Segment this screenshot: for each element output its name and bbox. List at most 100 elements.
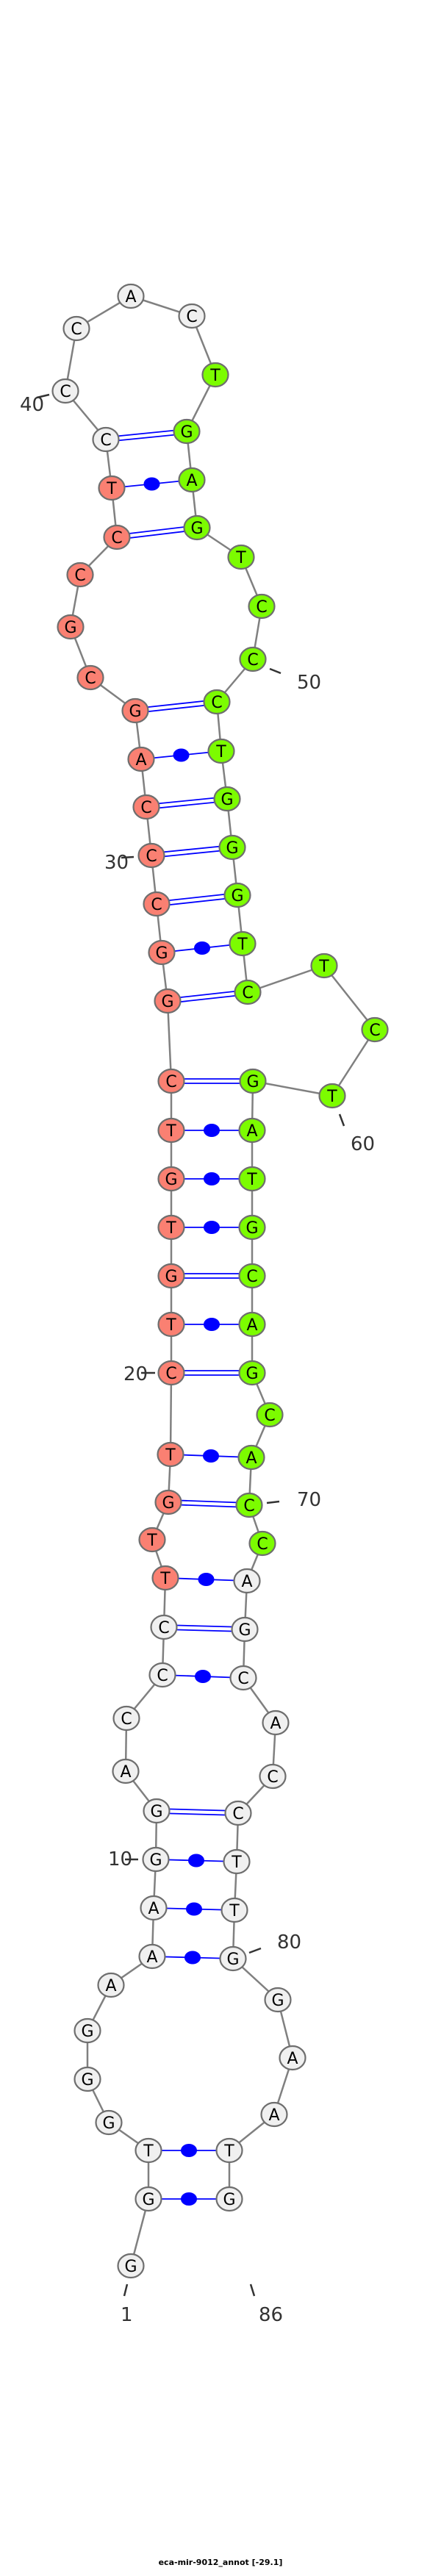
position-label: 70 bbox=[297, 1489, 321, 1511]
nucleotide-circle bbox=[157, 1068, 185, 1094]
nucleotide-letter: T bbox=[165, 1446, 176, 1465]
nucleotide-letter: C bbox=[60, 383, 71, 401]
nucleotide-letter: A bbox=[241, 1573, 252, 1591]
nucleotide-42: A bbox=[117, 283, 145, 309]
position-tick bbox=[36, 393, 50, 399]
nucleotide-circle bbox=[117, 2253, 145, 2279]
position-label: 60 bbox=[351, 1133, 375, 1155]
position-tick bbox=[338, 1113, 345, 1127]
nucleotide-letter: G bbox=[149, 1851, 162, 1870]
pair-bond-line bbox=[156, 1812, 238, 1816]
nucleotide-circle bbox=[239, 1068, 267, 1094]
nucleotide-15: C bbox=[150, 1614, 178, 1640]
nucleotide-59: C bbox=[361, 1016, 389, 1043]
nucleotide-circle bbox=[157, 1166, 185, 1192]
wobble-dot bbox=[194, 941, 210, 955]
position-tick bbox=[269, 667, 282, 675]
nucleotide-letter: A bbox=[105, 1977, 116, 1995]
nucleotide-letter: T bbox=[143, 2142, 154, 2161]
nucleotide-letter: G bbox=[226, 1951, 239, 1969]
nucleotide-24: G bbox=[157, 1166, 185, 1192]
nucleotide-circle bbox=[238, 1166, 266, 1192]
nucleotide-letter: A bbox=[246, 1122, 257, 1141]
nucleotide-letter: A bbox=[287, 2050, 298, 2068]
nucleotide-61: G bbox=[239, 1068, 267, 1094]
pair-bond-line bbox=[156, 892, 237, 903]
nucleotide-circle bbox=[215, 2186, 243, 2212]
nucleotide-letter: C bbox=[85, 670, 96, 688]
nucleotide-16: T bbox=[151, 1565, 179, 1591]
nucleotide-letter: A bbox=[146, 1948, 157, 1967]
nucleotide-65: C bbox=[238, 1263, 266, 1289]
nucleotide-letter: C bbox=[257, 1535, 268, 1554]
nucleotide-letter: C bbox=[247, 651, 258, 670]
nucleotide-letter: C bbox=[71, 320, 82, 339]
nucleotide-55: G bbox=[223, 882, 251, 908]
nucleotide-circle bbox=[74, 2017, 101, 2044]
position-tick bbox=[249, 2283, 256, 2297]
nucleotide-56: T bbox=[229, 930, 257, 957]
nucleotide-letter: C bbox=[158, 1619, 169, 1637]
nucleotide-60: T bbox=[318, 1083, 346, 1109]
nucleotide-circle bbox=[138, 1526, 166, 1553]
nucleotide-circle bbox=[238, 1214, 266, 1241]
structure-title: eca-mir-9012_annot [-29.1] bbox=[158, 2558, 283, 2567]
nucleotide-33: G bbox=[121, 697, 149, 724]
base-pair bbox=[156, 892, 238, 907]
nucleotide-circle bbox=[201, 362, 229, 388]
wobble-dot bbox=[184, 1951, 201, 1965]
nucleotide-letter: C bbox=[151, 896, 162, 914]
position-label: 86 bbox=[259, 2304, 283, 2326]
nucleotide-letter: G bbox=[246, 1073, 259, 1091]
nucleotide-circle bbox=[112, 1705, 140, 1732]
nucleotide-letter: G bbox=[165, 1268, 177, 1286]
nucleotide-8: A bbox=[138, 1943, 166, 1970]
nucleotide-circle bbox=[238, 1360, 266, 1386]
nucleotide-letter: G bbox=[142, 2191, 154, 2209]
nucleotide-circle bbox=[223, 1848, 251, 1875]
wobble-dot bbox=[186, 1902, 202, 1916]
nucleotide-77: C bbox=[224, 1800, 252, 1826]
nucleotide-circle bbox=[127, 746, 155, 772]
nucleotide-circle bbox=[203, 689, 231, 715]
nucleotide-1: G bbox=[117, 2253, 145, 2279]
nucleotide-circle bbox=[143, 891, 171, 917]
pair-bond-line bbox=[146, 796, 227, 806]
pair-bond-line bbox=[146, 800, 228, 810]
wobble-dot bbox=[204, 1221, 220, 1234]
nucleotide-circle bbox=[135, 2137, 162, 2164]
nucleotide-letter: A bbox=[120, 1763, 131, 1782]
nucleotide-circle bbox=[219, 1945, 247, 1972]
pair-bond-line bbox=[105, 428, 187, 438]
nucleotide-circle bbox=[157, 1214, 185, 1241]
nucleotide-5: G bbox=[74, 2066, 101, 2092]
nucleotide-84: T bbox=[215, 2137, 243, 2164]
nucleotide-letter: T bbox=[209, 367, 220, 385]
nucleotide-82: A bbox=[279, 2045, 306, 2071]
nucleotide-letter: A bbox=[125, 288, 136, 306]
nucleotide-letter: G bbox=[245, 1365, 258, 1383]
base-pair bbox=[151, 844, 233, 858]
nucleotide-letter: G bbox=[165, 1171, 177, 1189]
position-tick bbox=[248, 1947, 262, 1954]
nucleotide-letter: C bbox=[246, 1268, 257, 1286]
nucleotide-letter: C bbox=[157, 1667, 168, 1685]
base-pair bbox=[171, 1078, 253, 1084]
nucleotide-circle bbox=[157, 1117, 185, 1144]
nucleotide-letter: G bbox=[81, 2071, 93, 2089]
wobble-dot bbox=[188, 1854, 204, 1868]
nucleotide-29: C bbox=[143, 891, 171, 917]
nucleotide-44: T bbox=[201, 362, 229, 388]
nucleotide-53: G bbox=[213, 786, 241, 812]
nucleotide-81: G bbox=[264, 1987, 292, 2013]
nucleotide-72: A bbox=[233, 1568, 261, 1594]
nucleotide-34: C bbox=[76, 664, 104, 691]
nucleotide-circle bbox=[178, 303, 206, 329]
nucleotide-circle bbox=[157, 1263, 185, 1289]
nucleotide-letter: C bbox=[146, 847, 157, 866]
position-tick bbox=[266, 1500, 280, 1504]
nucleotide-letter: G bbox=[64, 619, 76, 637]
nucleotide-78: T bbox=[223, 1848, 251, 1875]
nucleotide-49: C bbox=[248, 593, 276, 620]
